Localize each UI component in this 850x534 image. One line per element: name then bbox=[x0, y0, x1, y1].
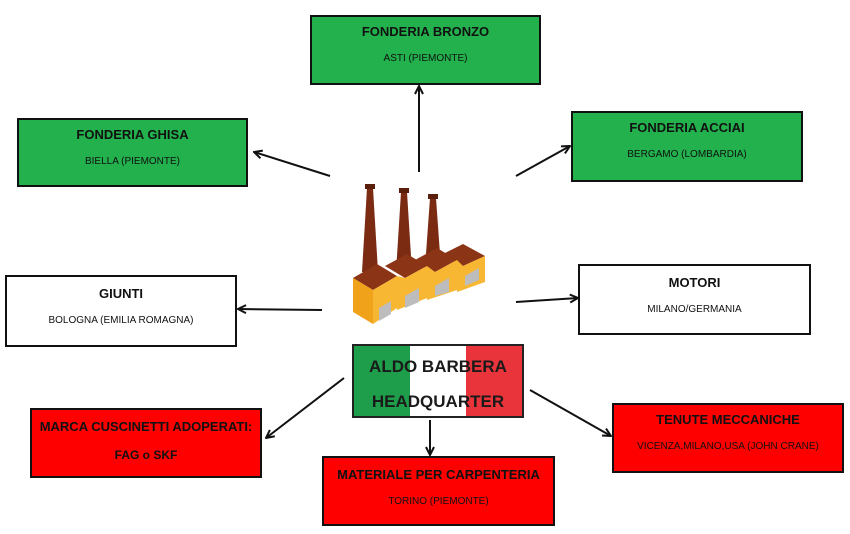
node-title: FONDERIA ACCIAI bbox=[629, 120, 745, 135]
arrow-to-giunti bbox=[238, 309, 323, 310]
node-fonderia-acciai: FONDERIA ACCIAI BERGAMO (LOMBARDIA) bbox=[571, 111, 803, 182]
node-title: FONDERIA GHISA bbox=[76, 127, 189, 142]
node-subtitle: MILANO/GERMANIA bbox=[647, 304, 742, 315]
node-tenute-meccaniche: TENUTE MECCANICHE VICENZA,MILANO,USA (JO… bbox=[612, 403, 844, 473]
node-subtitle: TORINO (PIEMONTE) bbox=[388, 496, 489, 507]
node-subtitle: BIELLA (PIEMONTE) bbox=[84, 156, 181, 167]
node-title: MATERIALE PER CARPENTERIA bbox=[337, 467, 540, 482]
italian-flag-background bbox=[354, 346, 522, 416]
node-subtitle: VICENZA,MILANO,USA (JOHN CRANE) bbox=[637, 441, 819, 452]
node-title: GIUNTI bbox=[98, 286, 144, 301]
headquarter-label: HEADQUARTER bbox=[371, 392, 505, 411]
arrow-to-cuscinetti bbox=[266, 377, 345, 438]
node-giunti: GIUNTI BOLOGNA (EMILIA ROMAGNA) bbox=[5, 275, 237, 347]
arrow-to-acciai bbox=[515, 146, 570, 177]
headquarter-box: ALDO BARBERA HEADQUARTER bbox=[352, 344, 524, 418]
headquarter-name: ALDO BARBERA bbox=[369, 357, 507, 376]
node-title: FONDERIA BRONZO bbox=[361, 24, 490, 39]
node-subtitle: ASTI (PIEMONTE) bbox=[383, 53, 468, 64]
node-title: TENUTE MECCANICHE bbox=[656, 412, 800, 427]
node-fonderia-ghisa: FONDERIA GHISA BIELLA (PIEMONTE) bbox=[17, 118, 248, 187]
arrow-to-tenute bbox=[529, 389, 611, 436]
arrow-to-ghisa bbox=[254, 152, 331, 177]
arrow-to-motori bbox=[515, 298, 578, 302]
node-materiale-carpenteria: MATERIALE PER CARPENTERIA TORINO (PIEMON… bbox=[322, 456, 555, 526]
node-marca-cuscinetti: MARCA CUSCINETTI ADOPERATI: FAG o SKF bbox=[30, 408, 262, 478]
node-motori: MOTORI MILANO/GERMANIA bbox=[578, 264, 811, 335]
node-title: MARCA CUSCINETTI ADOPERATI: bbox=[39, 419, 253, 434]
node-subtitle: FAG o SKF bbox=[114, 448, 178, 462]
node-title: MOTORI bbox=[668, 275, 721, 290]
node-subtitle: BERGAMO (LOMBARDIA) bbox=[627, 149, 747, 160]
node-subtitle: BOLOGNA (EMILIA ROMAGNA) bbox=[48, 315, 194, 326]
factory-icon bbox=[353, 184, 485, 324]
node-fonderia-bronzo: FONDERIA BRONZO ASTI (PIEMONTE) bbox=[310, 15, 541, 85]
